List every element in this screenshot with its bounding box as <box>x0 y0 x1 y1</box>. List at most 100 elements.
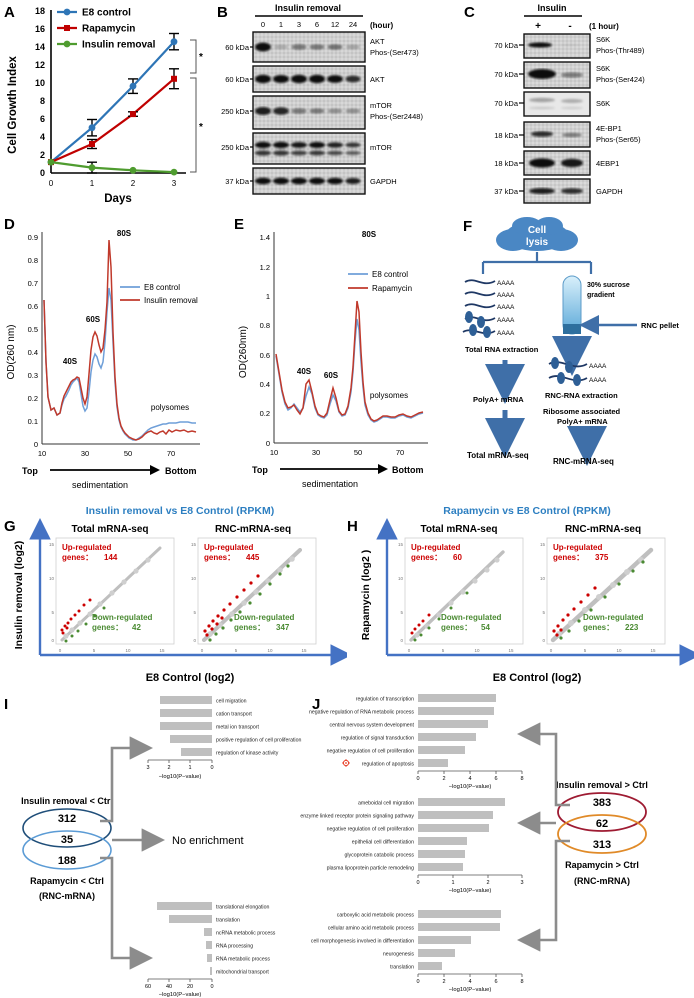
panel-b-label: B <box>217 4 228 21</box>
blot-row-gapdh-c: 37 kDa GAPDH <box>494 178 623 204</box>
bar <box>418 962 442 970</box>
peak-label-40s-e: 40S <box>297 367 312 376</box>
panel-d-chart: OD(260 nm) 0.9 0.8 0.7 0.6 0.5 0.4 0.3 0… <box>6 229 200 490</box>
bar-category: cell morphogenesis involved in different… <box>311 939 414 945</box>
x-tick: 15 <box>159 648 165 653</box>
peak-label-60s: 60S <box>86 315 101 324</box>
bar-category: ncRNA metabolic process <box>216 931 276 937</box>
x-tick: 5 <box>584 648 587 653</box>
bar-category: RNA metabolic process <box>216 957 270 963</box>
y-tick: 1 <box>266 292 270 301</box>
blot-row-4ebp1: 18 kDa 4EBP1 <box>494 150 619 176</box>
scatter-plot-total-mrna-g: Up-regulated genes： 144 Down-regulated g… <box>49 537 175 653</box>
bar <box>418 707 494 715</box>
subplot-title-total: Total mRNA-seq <box>71 524 148 535</box>
protein-name: GAPDH <box>370 177 397 186</box>
series-line-e8-control <box>50 40 175 163</box>
apoptosis-marker-icon <box>342 759 350 767</box>
y-tick: 15 <box>191 542 197 547</box>
panel-c-blot: Insulin + - (1 hour) 70 kDa S6K Phos-(Th… <box>494 3 645 204</box>
significance-mark: * <box>199 122 203 133</box>
protein-name: S6K <box>596 64 610 73</box>
legend-label-e8-control-e: E8 control <box>372 270 408 279</box>
left-step-1: Total RNA extraction <box>465 345 539 354</box>
polyA-tail: AAAA <box>497 292 515 299</box>
x-tick: 0 <box>416 776 419 782</box>
blot-row-mtor-phos: 250 kDa mTOR Phos-(Ser2448) <box>221 95 423 130</box>
y-tick: 1.4 <box>260 233 270 242</box>
x-axis-label-j-top: −log10(P−value) <box>449 784 492 790</box>
bar-chart-j-top: regulation of transcription negative reg… <box>309 694 524 790</box>
legend-label-insulin-removal: Insulin removal <box>144 296 198 305</box>
y-tick: 10 <box>35 78 45 88</box>
down-label-line1: Down-regulated <box>92 613 153 622</box>
y-tick: 0.5 <box>28 325 38 334</box>
x-tick: 30 <box>312 448 320 457</box>
x-tick: 2 <box>442 776 445 782</box>
panel-g-ylabel: Insulin removal (log2) <box>13 541 25 650</box>
bar <box>204 928 212 936</box>
y-tick: 12 <box>35 60 45 70</box>
up-count-h: 60 <box>453 553 462 562</box>
bar-category: translational elongation <box>216 905 269 911</box>
y-tick: 5 <box>51 610 54 615</box>
trace-e8-control <box>43 287 196 441</box>
panel-e-legend: E8 control Rapamycin <box>348 270 412 293</box>
venn-bottom-value-i: 188 <box>58 855 76 867</box>
venn-top-value-j: 383 <box>593 797 611 809</box>
kda-label: 18 kDa <box>494 131 519 140</box>
panel-a-legend: E8 control Rapamycin Insulin removal <box>57 8 156 51</box>
x-axis-label-j-mid: −log10(P−value) <box>449 888 492 894</box>
venn-bottom-label-i: Rapamycin < Ctrl <box>30 876 104 886</box>
cell-lysis-cloud: Cell lysis <box>496 217 578 251</box>
y-tick: 0 <box>40 168 45 178</box>
right-step-3: RNC-mRNA-seq <box>553 457 614 466</box>
legend-label-e8-control: E8 control <box>82 8 131 19</box>
cloud-line2: lysis <box>526 237 549 248</box>
x-tick: 70 <box>167 449 175 458</box>
axis-left-label: Top <box>22 466 38 476</box>
legend-label-insulin-removal: Insulin removal <box>82 40 156 51</box>
bar <box>418 720 488 728</box>
x-axis-label-i-bottom: −log10(P−value) <box>159 992 202 998</box>
kda-label: 70 kDa <box>494 99 519 108</box>
bar <box>160 709 212 717</box>
x-tick: 0 <box>201 648 204 653</box>
peak-label-80s: 80S <box>117 229 132 238</box>
x-tick: 0 <box>416 979 419 985</box>
x-tick: 60 <box>145 984 151 990</box>
y-tick: 10 <box>398 576 404 581</box>
panel-i-go-enrichment-down: I Insulin removal < Ctrl 312 35 188 Rapa… <box>0 688 347 998</box>
panel-h-chart: Rapamycin vs E8 Control (RPKM) Total mRN… <box>360 505 694 684</box>
venn-diagram-i: Insulin removal < Ctrl 312 35 188 Rapamy… <box>21 796 113 901</box>
subplot-title-rnc: RNC-mRNA-seq <box>215 524 291 535</box>
down-count: 42 <box>132 623 141 632</box>
protein-name: S6K <box>596 35 610 44</box>
x-tick: 6 <box>494 776 497 782</box>
venn-circle-bottom-i <box>22 830 112 870</box>
x-tick: 1 <box>451 880 454 886</box>
bar-category: regulation of signal transduction <box>341 736 414 742</box>
mrna-strands-left: AAAA AAAA AAAA AAAA AAAA <box>462 279 515 338</box>
panel-h-ylabel: Rapamycin (log2 ) <box>360 550 372 640</box>
protein-name: mTOR <box>370 101 393 110</box>
down-label-line2-h: genes： <box>441 623 472 632</box>
x-tick: 0 <box>416 880 419 886</box>
series-markers-e8-control <box>47 38 178 166</box>
x-tick: 0 <box>49 179 54 188</box>
trace-insulin-removal <box>43 239 197 441</box>
x-tick: 0 <box>550 648 553 653</box>
bar <box>418 746 465 754</box>
bar-category: positive regulation of cell proliferatio… <box>216 738 301 744</box>
panel-c-unit: (1 hour) <box>589 22 619 31</box>
x-tick: 5 <box>442 648 445 653</box>
bar-category: translation <box>216 918 240 924</box>
bar-category: mitochondrial transport <box>216 970 269 976</box>
panel-d-ylabel: OD(260 nm) <box>6 324 17 379</box>
bar-category: negative regulation of cell proliferatio… <box>327 749 414 755</box>
y-tick: 16 <box>35 24 45 34</box>
y-tick: 0.2 <box>260 409 270 418</box>
panel-a-ylabel: Cell Growth Index <box>7 56 19 154</box>
x-tick: 0 <box>210 765 213 771</box>
protein-modification: Phos-(Ser473) <box>370 48 419 57</box>
